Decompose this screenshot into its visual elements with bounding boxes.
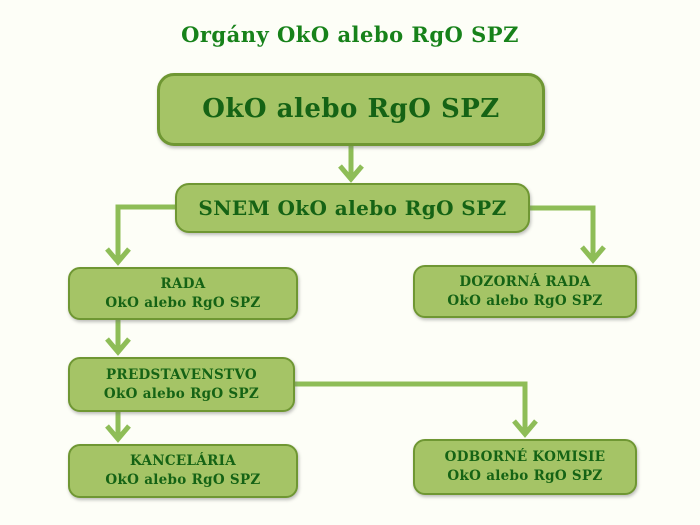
node-oko-spz: OkO alebo RgO SPZ [157,73,545,146]
node-sublabel: OkO alebo RgO SPZ [447,292,603,309]
connector-predstavenstvo-odborne [295,381,538,438]
node-sublabel: OkO alebo RgO SPZ [103,385,260,402]
connector-snem-dozorna [530,205,606,264]
node-sublabel: OkO alebo RgO SPZ [105,294,261,311]
node-kancelaria: KANCELÁRIA OkO alebo RgO SPZ [68,444,298,498]
node-label: SNEM OkO alebo RgO SPZ [198,195,507,220]
node-label: KANCELÁRIA [129,453,236,469]
node-dozorna-rada: DOZORNÁ RADA OkO alebo RgO SPZ [413,265,637,318]
node-label: DOZORNÁ RADA [459,273,591,290]
node-sublabel: OkO alebo RgO SPZ [105,472,261,488]
connector-top-snem [338,146,364,183]
node-label: PREDSTAVENSTVO [105,366,257,383]
node-snem: SNEM OkO alebo RgO SPZ [175,183,530,233]
diagram-title: Orgány OkO alebo RgO SPZ [181,22,519,47]
node-label: RADA [160,275,206,292]
node-odborne-komisie: ODBORNÉ KOMISIE OkO alebo RgO SPZ [413,439,637,495]
node-rada: RADA OkO alebo RgO SPZ [68,267,298,320]
node-predstavenstvo: PREDSTAVENSTVO OkO alebo RgO SPZ [68,357,295,412]
node-label: OkO alebo RgO SPZ [202,94,500,124]
connector-snem-rada [105,204,175,266]
node-label: ODBORNÉ KOMISIE [444,449,606,465]
node-sublabel: OkO alebo RgO SPZ [447,468,603,484]
connector-rada-predstavenstvo [105,320,131,356]
connector-predstavenstvo-kancelaria [105,412,131,443]
